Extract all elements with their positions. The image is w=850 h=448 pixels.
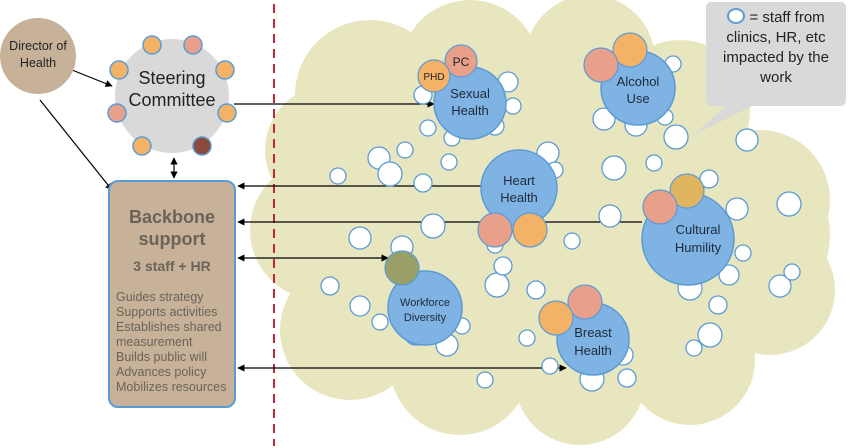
staff-circle bbox=[493, 256, 513, 276]
legend-text: = staff from clinics, HR, etc impacted b… bbox=[723, 9, 829, 86]
staff-circle bbox=[685, 339, 703, 357]
backbone-function: Mobilizes resources bbox=[116, 380, 227, 394]
sexual-health-label-1: Sexual bbox=[450, 86, 490, 101]
staff-circle bbox=[504, 97, 522, 115]
pc-member bbox=[444, 44, 478, 78]
backbone-title-line1: Backbone bbox=[128, 207, 216, 227]
legend: = staff from clinics, HR, etc impacted b… bbox=[708, 8, 844, 88]
pc-tag: PC bbox=[453, 55, 470, 69]
staff-circle bbox=[563, 232, 581, 250]
staff-circle bbox=[526, 280, 546, 300]
group-sexual-health: PC PHD Sexual Health bbox=[417, 44, 507, 140]
staff-circle bbox=[735, 128, 759, 152]
staff-circle bbox=[440, 153, 458, 171]
staff-circle bbox=[348, 226, 372, 250]
staff-circle bbox=[484, 272, 510, 298]
cultural-humility-label-2: Humility bbox=[675, 240, 722, 255]
backbone-function: Guides strategy bbox=[116, 290, 204, 304]
alcohol-use-label-1: Alcohol bbox=[617, 74, 660, 89]
steering-member bbox=[192, 136, 212, 156]
backbone-title-line2: support bbox=[138, 229, 206, 249]
steering-member bbox=[142, 35, 162, 55]
alcohol-use-label-2: Use bbox=[626, 91, 649, 106]
staff-circle bbox=[329, 167, 347, 185]
staff-circle bbox=[320, 276, 340, 296]
heart-health-label-1: Heart bbox=[503, 173, 535, 188]
staff-circle bbox=[592, 107, 616, 131]
steering-member bbox=[183, 35, 203, 55]
staff-circle bbox=[518, 329, 536, 347]
staff-circle bbox=[413, 173, 433, 193]
staff-circle bbox=[776, 191, 802, 217]
group-cultural-humility: Cultural Humility bbox=[641, 173, 735, 286]
staff-circle bbox=[783, 263, 801, 281]
group-breast-health: Breast Health bbox=[538, 284, 630, 376]
staff-circle bbox=[371, 313, 389, 331]
steering-member bbox=[215, 60, 235, 80]
legend-callout bbox=[692, 2, 846, 136]
director-to-backbone-arrow bbox=[39, 99, 113, 191]
connectors bbox=[39, 69, 642, 372]
staff-circle bbox=[420, 213, 446, 239]
steering-member bbox=[217, 103, 237, 123]
backbone-function: Advances policy bbox=[116, 365, 207, 379]
workforce-diversity-label-2: Diversity bbox=[404, 312, 447, 324]
staff-circle bbox=[663, 124, 689, 150]
director-to-steering-arrow bbox=[71, 69, 113, 87]
staff-circle bbox=[768, 274, 792, 298]
staff-circle bbox=[476, 371, 494, 389]
staff-circle bbox=[699, 169, 719, 189]
cultural-humility-label-1: Cultural bbox=[676, 222, 721, 237]
sexual-health-label-2: Health bbox=[451, 103, 489, 118]
steering-member bbox=[132, 136, 152, 156]
staff-circle bbox=[617, 368, 637, 388]
steering-members bbox=[107, 35, 237, 156]
staff-circle bbox=[645, 154, 663, 172]
staff-circle bbox=[734, 244, 752, 262]
group-heart-health: Heart Health bbox=[477, 149, 558, 248]
staff-circle bbox=[601, 155, 627, 181]
group-alcohol-use: Alcohol Use bbox=[583, 32, 676, 126]
staff-circle bbox=[349, 295, 371, 317]
breast-health-label-2: Health bbox=[574, 343, 612, 358]
backbone-function: Builds public will bbox=[116, 350, 208, 364]
staff-circle bbox=[718, 264, 740, 286]
phd-tag: PHD bbox=[423, 72, 444, 83]
backbone-staff: 3 staff + HR bbox=[133, 258, 211, 274]
backbone-functions-list: Guides strategy Supports activities Esta… bbox=[116, 290, 234, 395]
staff-circle-swatch-icon bbox=[727, 8, 746, 24]
steering-member bbox=[107, 103, 127, 123]
backbone-function: Supports activities bbox=[116, 305, 218, 319]
group-workforce-diversity: Workforce Diversity bbox=[384, 250, 463, 346]
staff-circle bbox=[419, 119, 437, 137]
staff-circle bbox=[541, 357, 559, 375]
staff-circle bbox=[377, 161, 403, 187]
staff-circle bbox=[697, 322, 723, 348]
workforce-diversity-label-1: Workforce bbox=[400, 297, 450, 309]
backbone-function: Establishes shared measurement bbox=[116, 320, 222, 349]
phd-member bbox=[417, 59, 451, 93]
breast-health-label-1: Breast bbox=[574, 325, 612, 340]
staff-circle bbox=[598, 204, 622, 228]
heart-health-label-2: Health bbox=[500, 190, 538, 205]
backbone-support-box: Backbone support 3 staff + HR Guides str… bbox=[108, 180, 236, 408]
staff-circle bbox=[396, 141, 414, 159]
staff-circle bbox=[708, 295, 728, 315]
staff-circle bbox=[725, 197, 749, 221]
steering-member bbox=[109, 60, 129, 80]
